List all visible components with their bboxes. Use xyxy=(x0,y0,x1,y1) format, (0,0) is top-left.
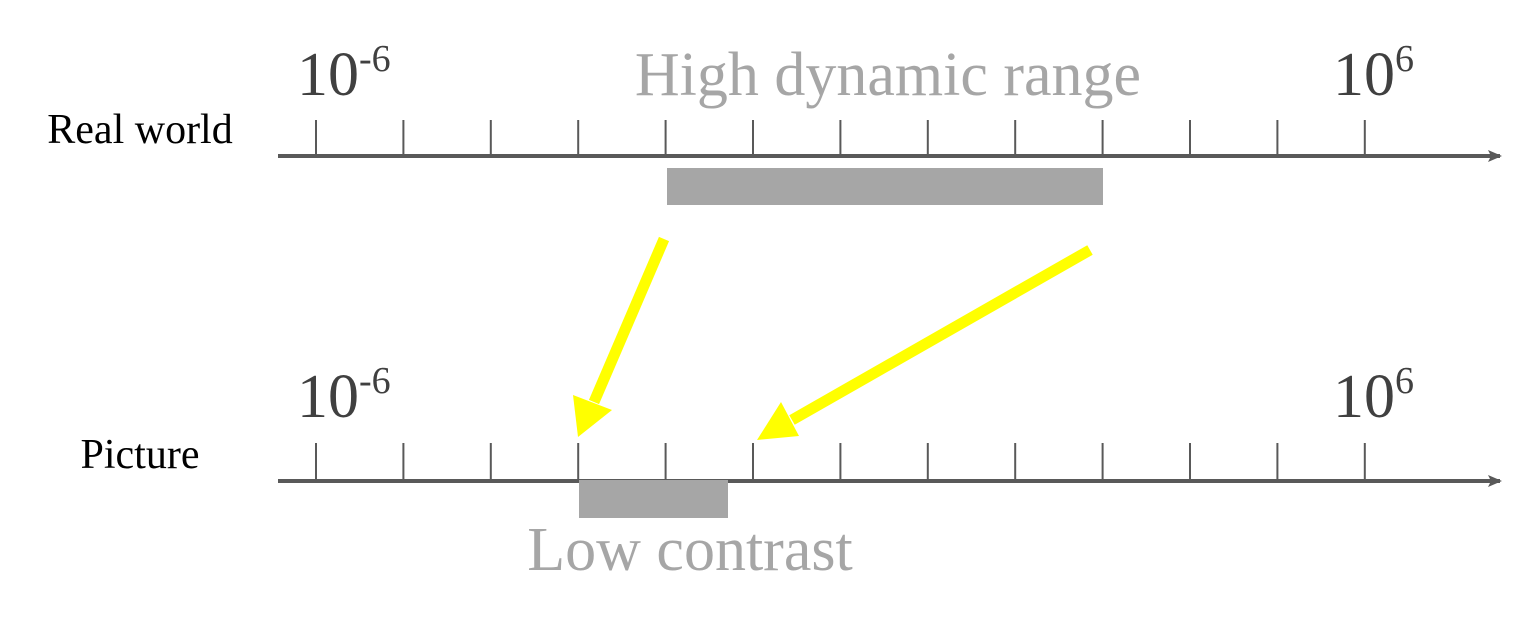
mapping-arrows xyxy=(573,236,1093,440)
picture-caption: Low contrast xyxy=(527,516,852,584)
picture-scale-min-exponent: -6 xyxy=(359,360,391,402)
real-world-scale-max: 106 xyxy=(1333,38,1414,109)
real-world-row: Real world 10-6 High dynamic range 106 xyxy=(47,38,1502,205)
picture-row: Picture 10-6 106 Low contrast xyxy=(81,360,1502,584)
real-world-range-bar xyxy=(667,168,1103,205)
picture-range-bar xyxy=(579,480,728,518)
real-world-scale-min-base: 10 xyxy=(297,41,359,109)
real-world-ticks xyxy=(315,120,1366,156)
real-world-scale-min: 10-6 xyxy=(297,38,391,109)
picture-scale-min: 10-6 xyxy=(297,360,391,431)
real-world-scale-min-exponent: -6 xyxy=(359,38,391,80)
real-world-caption: High dynamic range xyxy=(635,41,1141,109)
real-world-label: Real world xyxy=(47,107,232,153)
picture-scale-min-base: 10 xyxy=(297,363,359,431)
picture-ticks xyxy=(315,443,1366,481)
mapping-arrow-start xyxy=(573,236,670,437)
picture-scale-max-base: 10 xyxy=(1333,363,1395,431)
picture-label: Picture xyxy=(81,432,200,478)
mapping-arrow-end xyxy=(757,245,1093,440)
real-world-scale-max-exponent: 6 xyxy=(1395,38,1414,80)
real-world-scale-max-base: 10 xyxy=(1333,41,1395,109)
picture-scale-max: 106 xyxy=(1333,360,1414,431)
picture-scale-max-exponent: 6 xyxy=(1395,360,1414,402)
